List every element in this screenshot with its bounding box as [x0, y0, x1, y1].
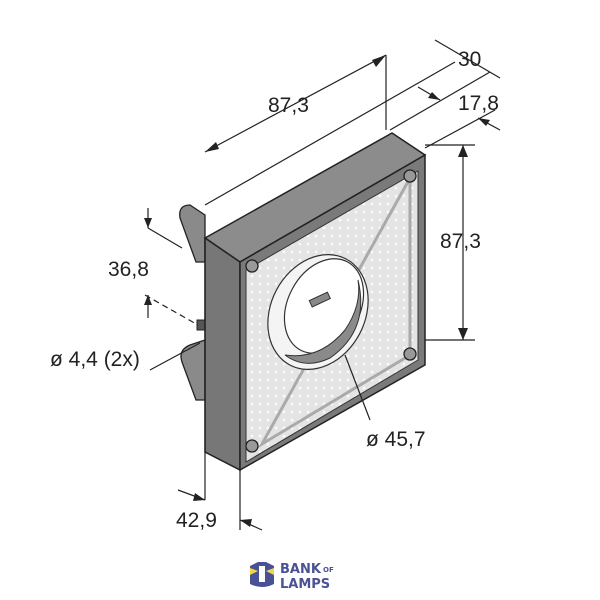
screw-icon	[403, 347, 417, 361]
screw-icon	[403, 169, 417, 183]
screw-icon	[245, 439, 259, 453]
screws	[245, 169, 417, 453]
logo-of: OF	[323, 566, 334, 574]
dim-depth-total: 30	[458, 48, 481, 71]
aperture-wall	[284, 279, 362, 364]
bank-of-lamps-logo: BANK OF LAMPS	[250, 562, 334, 592]
dim-width-top: 87,3	[268, 94, 309, 117]
dim-bracket-offset: 36,8	[108, 258, 149, 281]
dim-depth-frame: 17,8	[458, 92, 499, 115]
dim-bottom-offset: 42,9	[176, 509, 217, 532]
dim-aperture-diameter: ø 45,7	[366, 428, 426, 451]
dim-height-right: 87,3	[440, 230, 481, 253]
screw-icon	[245, 259, 259, 273]
logo-bank: BANK	[280, 562, 322, 577]
lower-bracket	[180, 339, 206, 401]
frame-left-face	[204, 236, 241, 472]
dim-hole-diameter: ø 4,4 (2x)	[50, 348, 140, 371]
dimension-lines	[144, 39, 501, 531]
aperture-tab	[308, 291, 331, 308]
upper-bracket	[179, 204, 206, 263]
logo-lamps: LAMPS	[280, 577, 330, 592]
dimension-arrows	[144, 55, 490, 527]
hole-pin	[196, 319, 206, 331]
